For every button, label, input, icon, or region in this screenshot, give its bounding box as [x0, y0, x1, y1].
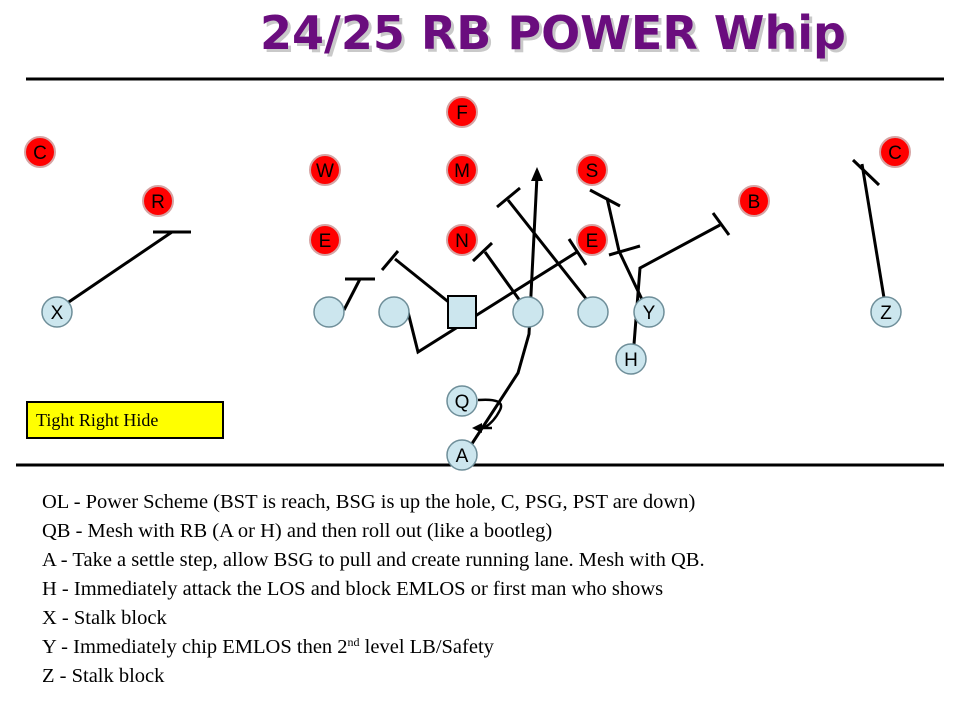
svg-text:Y: Y	[643, 303, 656, 324]
note-x: X - Stalk block	[42, 607, 167, 629]
c-block-bar	[380, 250, 400, 271]
defender-m: M	[446, 154, 478, 186]
note-a: A - Take a settle step, allow BSG to pul…	[42, 549, 705, 571]
note-y-text: Y - Immediately chip EMLOS then 2	[42, 636, 348, 658]
note-h: H - Immediately attack the LOS and block…	[42, 578, 664, 600]
note-ol: OL - Power Scheme (BST is reach, BSG is …	[42, 491, 696, 513]
defense: F C C W M S R B	[24, 96, 911, 256]
coaching-notes: OL - Power Scheme (BST is reach, BSG is …	[42, 488, 942, 691]
defender-r: R	[142, 185, 174, 217]
note-y-text-end: level LB/Safety	[359, 636, 494, 658]
rg-block-bar	[471, 241, 494, 263]
player-a: A	[446, 439, 478, 471]
defender-right-corner: C	[879, 136, 911, 168]
player-x: X	[41, 296, 73, 328]
defender-nose: N	[446, 224, 478, 256]
svg-text:S: S	[586, 161, 599, 182]
y-chip-bar	[608, 244, 641, 257]
rt-block-bar	[496, 186, 521, 209]
svg-text:C: C	[33, 143, 47, 164]
defender-s: S	[576, 154, 608, 186]
svg-text:Z: Z	[880, 303, 892, 324]
q-rollout-path	[477, 398, 503, 430]
a-run-path	[460, 175, 539, 460]
defender-b: B	[738, 185, 770, 217]
lineman-right-tackle	[577, 296, 609, 328]
lg-block-bar	[567, 238, 588, 266]
svg-text:C: C	[888, 143, 902, 164]
a-run-arrowhead	[531, 167, 543, 181]
svg-text:M: M	[454, 161, 470, 182]
svg-text:X: X	[51, 303, 64, 324]
svg-text:E: E	[586, 231, 599, 252]
h-block-bar	[711, 212, 731, 236]
play-title: 24/25 RB POWER Whip	[260, 6, 846, 60]
z-block-bar	[851, 158, 881, 187]
lg-pull-path	[406, 250, 578, 355]
y-block-bar	[589, 188, 621, 208]
z-stalk-block-path	[860, 163, 888, 311]
x-stalk-block-path	[56, 230, 173, 312]
svg-text:Q: Q	[455, 392, 470, 413]
player-z: Z	[870, 296, 902, 328]
lineman-right-guard	[512, 296, 544, 328]
defender-left-end: E	[309, 224, 341, 256]
lineman-left-guard	[378, 296, 410, 328]
lt-block-path	[342, 278, 362, 311]
defender-w: W	[309, 154, 341, 186]
formation-label: Tight Right Hide	[26, 401, 224, 439]
rt-block-path	[506, 199, 597, 311]
player-q: Q	[446, 385, 478, 417]
svg-text:E: E	[319, 231, 332, 252]
svg-text:A: A	[456, 446, 469, 467]
svg-text:F: F	[456, 103, 468, 124]
defender-right-end: E	[576, 224, 608, 256]
note-z: Z - Stalk block	[42, 665, 165, 687]
lineman-center	[447, 295, 477, 329]
svg-text:R: R	[151, 192, 165, 213]
note-qb: QB - Mesh with RB (A or H) and then roll…	[42, 520, 553, 542]
h-block-path	[631, 223, 721, 358]
player-y: Y	[633, 296, 665, 328]
player-h: H	[615, 343, 647, 375]
note-y: Y - Immediately chip EMLOS then 2nd leve…	[42, 633, 942, 662]
defender-f: F	[446, 96, 478, 128]
note-y-superscript: nd	[347, 635, 360, 649]
lineman-left-tackle	[313, 296, 345, 328]
offense: X Y Z H Q A	[41, 295, 902, 471]
svg-text:B: B	[748, 192, 761, 213]
svg-text:W: W	[316, 161, 334, 182]
q-rollout-arrowhead	[472, 423, 482, 433]
defender-left-corner: C	[24, 136, 56, 168]
svg-text:H: H	[624, 350, 638, 371]
svg-text:N: N	[455, 231, 469, 252]
